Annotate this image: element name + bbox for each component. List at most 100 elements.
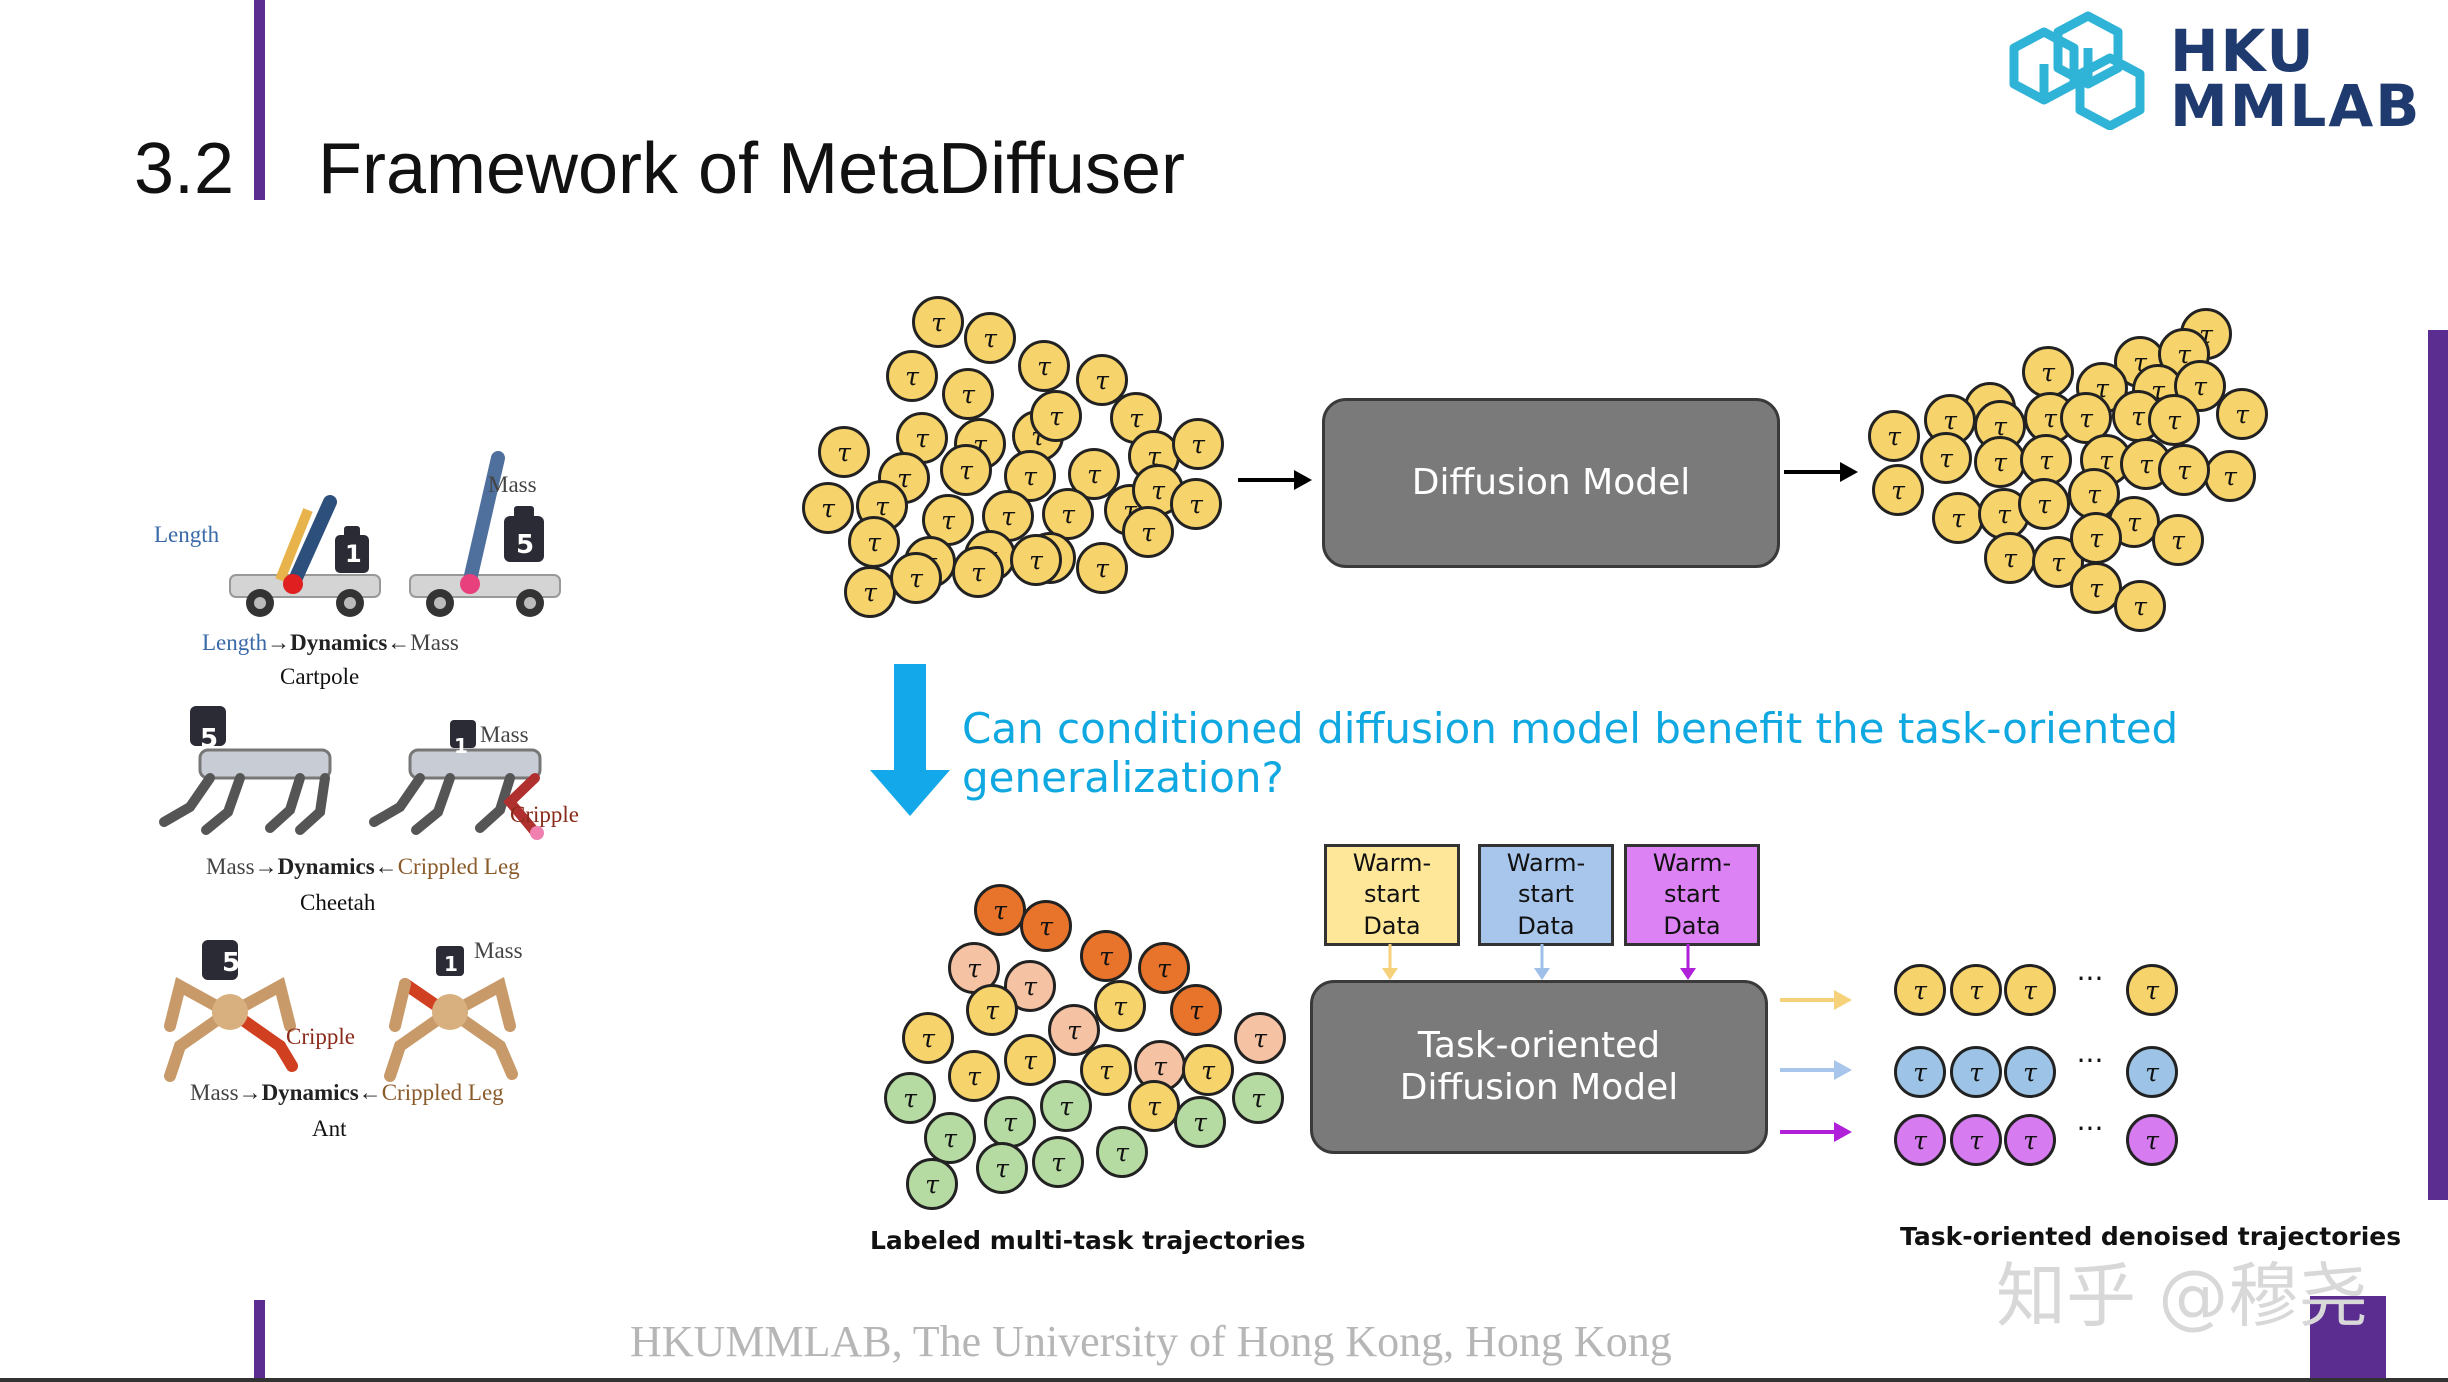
right-edge-bar bbox=[2428, 330, 2448, 1200]
tau-output-20: τ bbox=[2020, 434, 2072, 486]
warm-start-arrows-icon bbox=[1382, 944, 1696, 980]
ellipsis-row1: ··· bbox=[2076, 1044, 2104, 1077]
tau-multitask-22: τ bbox=[1174, 1096, 1226, 1148]
cheetah-relation: Mass→Dynamics←Crippled Leg bbox=[206, 854, 520, 880]
tau-multitask-12: τ bbox=[902, 1012, 954, 1064]
tau-input-17: τ bbox=[1172, 418, 1224, 470]
tau-input-35: τ bbox=[1010, 534, 1062, 586]
tau-output-9: τ bbox=[1868, 410, 1920, 462]
tau-input-33: τ bbox=[890, 552, 942, 604]
cartpole-illustration bbox=[229, 451, 561, 617]
cartpole-mass-label: Mass bbox=[488, 472, 537, 497]
cheetah-right bbox=[369, 748, 542, 837]
tau-multitask-9: τ bbox=[1234, 1012, 1286, 1064]
bottom-rule bbox=[0, 1378, 2448, 1382]
logo-line1: HKU bbox=[2170, 17, 2316, 85]
tau-multitask-21: τ bbox=[1040, 1080, 1092, 1132]
tau-multitask-27: τ bbox=[1096, 1126, 1148, 1178]
cheetah-relation-left: Mass bbox=[206, 854, 255, 879]
warm-yellow-line1: Warm- bbox=[1352, 849, 1432, 878]
ant-relation: Mass→Dynamics←Crippled Leg bbox=[190, 1080, 504, 1106]
ant-weight-5-text: 5 bbox=[222, 948, 241, 978]
warm-purple-line3: Data bbox=[1663, 911, 1721, 940]
output-arrows-icon bbox=[1780, 990, 1852, 1142]
tau-multitask-17: τ bbox=[1128, 1080, 1180, 1132]
ant-relation-left: Mass bbox=[190, 1080, 239, 1105]
title-accent-bar bbox=[254, 0, 265, 200]
ant-mass-label: Mass bbox=[474, 938, 523, 963]
research-question: Can conditioned diffusion model benefit … bbox=[962, 704, 2179, 802]
cartpole-relation-right: Mass bbox=[410, 630, 459, 655]
tau-output-4: τ bbox=[2022, 346, 2074, 398]
tau-input-34: τ bbox=[952, 546, 1004, 598]
ellipsis-row0: ··· bbox=[2076, 962, 2104, 995]
tau-multitask-18: τ bbox=[884, 1072, 936, 1124]
cheetah-mass-label: Mass bbox=[480, 722, 529, 747]
watermark: 知乎 @穆尧 bbox=[1996, 1255, 2369, 1337]
tau-input-4: τ bbox=[1018, 340, 1070, 392]
tau-input-25: τ bbox=[802, 482, 854, 534]
cartpole-weight-5-text: 5 bbox=[516, 530, 535, 560]
arrow-from-diffusion-icon bbox=[1784, 462, 1858, 482]
tau-multitask-23: τ bbox=[1232, 1072, 1284, 1124]
caption-left: Labeled multi-task trajectories bbox=[870, 1226, 1306, 1255]
tau-multitask-16: τ bbox=[1182, 1044, 1234, 1096]
logo-line2: MMLAB bbox=[2170, 72, 2422, 141]
tau-input-24: τ bbox=[1170, 478, 1222, 530]
warm-purple-line1: Warm- bbox=[1652, 849, 1732, 878]
ant-cripple-label: Cripple bbox=[286, 1024, 355, 1049]
cheetah-relation-right: Crippled Leg bbox=[397, 854, 520, 879]
tau-output-19: τ bbox=[1974, 436, 2026, 488]
task-model-line2: Diffusion Model bbox=[1399, 1067, 1679, 1108]
page-title: Framework of MetaDiffuser bbox=[318, 129, 1185, 209]
tau-row0-3: τ bbox=[2126, 964, 2178, 1016]
tau-output-30: τ bbox=[1984, 532, 2036, 584]
tau-input-14: τ bbox=[1004, 450, 1056, 502]
ant-weight-1-text: 1 bbox=[444, 952, 458, 976]
tau-row2-3: τ bbox=[2126, 1114, 2178, 1166]
tau-output-8: τ bbox=[2216, 388, 2268, 440]
cartpole-relation: Length→Dynamics←Mass bbox=[202, 630, 459, 656]
ant-relation-right: Crippled Leg bbox=[381, 1080, 504, 1105]
tau-row1-3: τ bbox=[2126, 1046, 2178, 1098]
task-model-line1: Task-oriented bbox=[1417, 1024, 1661, 1066]
tau-row0-0: τ bbox=[1894, 964, 1946, 1016]
ant-relation-mid: →Dynamics← bbox=[238, 1080, 382, 1105]
ant-name: Ant bbox=[312, 1116, 347, 1141]
tau-row1-0: τ bbox=[1894, 1046, 1946, 1098]
footer-accent-bar-right bbox=[2310, 1296, 2386, 1382]
tau-multitask-2: τ bbox=[1080, 930, 1132, 982]
cartpole-left bbox=[229, 495, 381, 617]
cartpole-name: Cartpole bbox=[280, 664, 360, 689]
tau-row1-2: τ bbox=[2004, 1046, 2056, 1098]
big-down-arrow-icon bbox=[870, 664, 950, 816]
tau-output-16: τ bbox=[2204, 450, 2256, 502]
ant-illustration bbox=[164, 940, 518, 1082]
tau-output-34: τ bbox=[2070, 512, 2122, 564]
tau-input-9: τ bbox=[1030, 390, 1082, 442]
hku-mmlab-logo-icon bbox=[2009, 11, 2145, 130]
tau-multitask-13: τ bbox=[948, 1050, 1000, 1102]
tau-input-1: τ bbox=[964, 312, 1016, 364]
cartpole-relation-left: Length bbox=[202, 630, 268, 655]
tau-multitask-24: τ bbox=[906, 1158, 958, 1210]
tau-row2-0: τ bbox=[1894, 1114, 1946, 1166]
caption-right: Task-oriented denoised trajectories bbox=[1900, 1222, 2402, 1251]
tau-input-11: τ bbox=[818, 426, 870, 478]
tau-input-30: τ bbox=[1076, 542, 1128, 594]
logo-text: HKU MMLAB bbox=[2170, 17, 2422, 141]
tau-multitask-25: τ bbox=[976, 1142, 1028, 1194]
tau-output-23: τ bbox=[2158, 444, 2210, 496]
tau-row0-2: τ bbox=[2004, 964, 2056, 1016]
footer-accent-bar-left bbox=[254, 1300, 265, 1382]
cheetah-cripple-label: Cripple bbox=[510, 802, 579, 827]
tau-input-3: τ bbox=[942, 368, 994, 420]
tau-row2-2: τ bbox=[2004, 1114, 2056, 1166]
env-panel: Length Mass 1 5 Length→Dynamics←Mass Car… bbox=[140, 440, 620, 1160]
tau-output-26: τ bbox=[2018, 478, 2070, 530]
